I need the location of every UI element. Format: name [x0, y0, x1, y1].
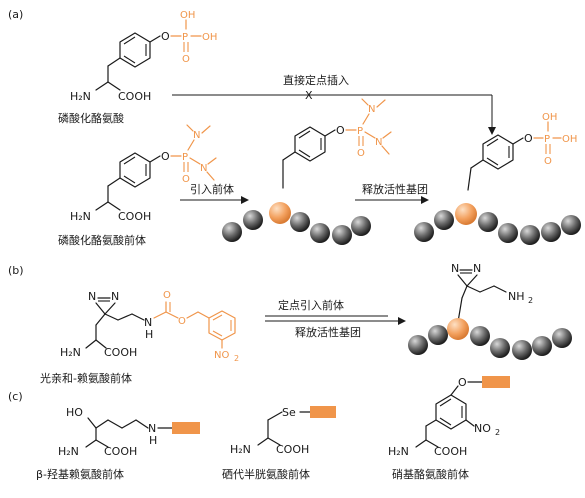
atom-no2: NO — [474, 422, 491, 435]
atom-no2-sub: 2 — [234, 354, 239, 363]
panel-label-a: (a) — [8, 8, 23, 21]
atom-no2-sub: 2 — [495, 428, 500, 437]
atom-nh2-sub: 2 — [528, 296, 533, 305]
atom-oh-right: OH — [202, 32, 217, 43]
caption-photo-lysine-precursor: 光亲和-赖氨酸前体 — [40, 371, 132, 385]
nitrotyrosine-precursor-structure: O NO 2 H₂N COOH — [388, 376, 510, 458]
phospho-site-bead — [455, 203, 477, 225]
panel-label-c: (c) — [8, 390, 23, 403]
direct-insertion-arrow — [172, 94, 496, 135]
protecting-group-block — [310, 406, 336, 418]
panel-label-b: (b) — [8, 264, 24, 277]
atom-n-top: N — [368, 104, 375, 115]
atom-o-dbl: O — [182, 174, 190, 185]
atom-o-dbl: O — [182, 54, 190, 65]
precursor-bead — [269, 202, 291, 224]
atom-o: O — [524, 132, 533, 145]
atom-cooh: COOH — [104, 346, 137, 359]
hydroxylysine-precursor-structure: HO H₂N COOH N H — [58, 406, 200, 458]
atom-o-dbl: O — [357, 148, 365, 159]
protein-beads-b — [408, 318, 572, 360]
label-release-active-group-b: 释放活性基团 — [295, 325, 361, 339]
atom-n-diaz-left: N — [451, 262, 459, 275]
caption-hydroxylysine-precursor: β-羟基赖氨酸前体 — [36, 467, 124, 481]
atom-nh2-right: NH — [508, 290, 525, 303]
atom-h: H — [149, 434, 157, 447]
atom-nh: N — [144, 316, 152, 329]
atom-o: O — [336, 124, 345, 137]
atom-o-ester: O — [178, 316, 186, 327]
atom-cooh: COOH — [118, 210, 151, 223]
atom-se: Se — [282, 406, 296, 419]
atom-cooh: COOH — [434, 445, 467, 458]
atom-no2: NO — [214, 350, 229, 361]
atom-o: O — [161, 30, 170, 43]
label-release-active-group: 释放活性基团 — [362, 182, 428, 196]
atom-nh2: H₂N — [70, 210, 91, 223]
atom-o: O — [161, 150, 170, 163]
atom-o-dbl: O — [544, 156, 552, 167]
protein-beads-middle — [222, 202, 371, 245]
atom-n-top: N — [193, 130, 200, 141]
atom-n-diaz-right: N — [473, 262, 481, 275]
atom-o-carbonyl: O — [163, 290, 171, 301]
protein-with-precursor: O P N N O — [282, 98, 392, 189]
atom-p: P — [182, 32, 188, 43]
atom-oh-right: OH — [562, 134, 577, 145]
label-site-introduce-precursor: 定点引入前体 — [278, 298, 344, 312]
phosphorylated-protein: O P OH OH O — [467, 112, 577, 191]
atom-oh-top: OH — [180, 10, 195, 21]
selenocysteine-precursor-structure: Se H₂N COOH — [230, 406, 336, 456]
atom-nh2: H₂N — [230, 443, 251, 456]
atom-h: H — [145, 328, 153, 341]
atom-n-diaz-left: N — [88, 290, 96, 303]
photo-lysine-bead — [447, 318, 469, 340]
atom-nh2: H₂N — [70, 90, 91, 103]
atom-nh2: H₂N — [58, 445, 79, 458]
atom-n-right: N — [200, 163, 207, 174]
phosphotyrosine-precursor-structure: O P N N O H₂N COOH — [70, 124, 217, 223]
atom-oh-top: OH — [542, 112, 557, 123]
caption-nitrotyrosine-precursor: 硝基酪氨酸前体 — [392, 467, 469, 481]
atom-cooh: COOH — [276, 443, 309, 456]
caption-selenocysteine-precursor: 硒代半胱氨酸前体 — [222, 467, 310, 481]
caption-phosphotyrosine-precursor: 磷酸化酪氨酸前体 — [58, 233, 146, 247]
atom-nh2: H₂N — [60, 346, 81, 359]
atom-cooh: COOH — [104, 445, 137, 458]
caption-phosphotyrosine: 磷酸化酪氨酸 — [58, 111, 124, 125]
atom-cooh: COOH — [118, 90, 151, 103]
label-direct-insertion: 直接定点插入 — [283, 73, 349, 87]
atom-p: P — [182, 152, 188, 163]
atom-p: P — [544, 134, 550, 145]
atom-n: N — [148, 422, 156, 435]
atom-ho: HO — [66, 406, 83, 419]
protecting-group-block — [172, 422, 200, 434]
label-blocked-x: X — [305, 89, 313, 102]
protein-beads-right — [414, 203, 581, 245]
phosphotyrosine-structure: O P OH OH O H₂N COOH — [70, 10, 217, 103]
atom-n-diaz-right: N — [111, 290, 119, 303]
photo-lysine-precursor-structure: N N H₂N COOH N H O O NO 2 — [60, 290, 239, 363]
label-introduce-precursor: 引入前体 — [190, 182, 234, 196]
atom-o: O — [458, 376, 467, 389]
protecting-group-block — [482, 376, 510, 388]
atom-nh2: H₂N — [388, 445, 409, 458]
protein-photo-lysine: N N NH 2 — [451, 262, 533, 323]
atom-n-right: N — [375, 137, 382, 148]
atom-p: P — [357, 126, 363, 137]
